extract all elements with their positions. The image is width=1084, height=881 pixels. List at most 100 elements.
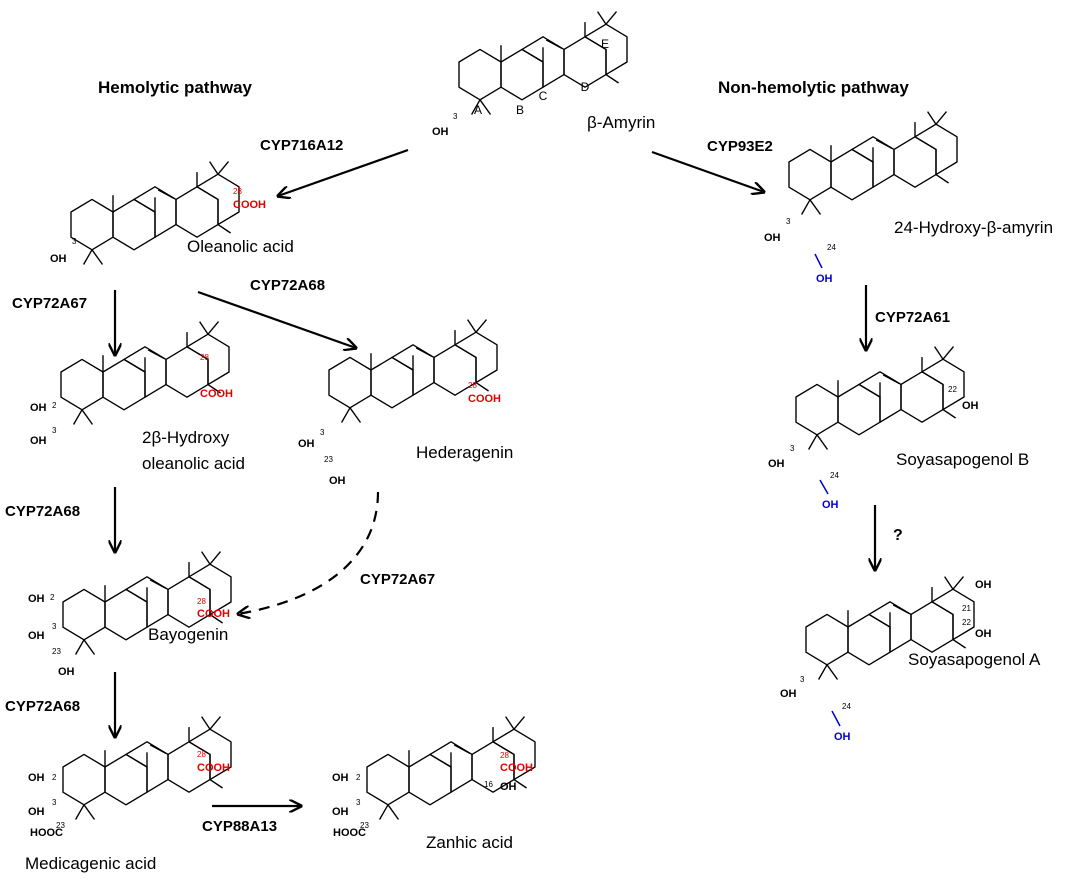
- soya-b-oh22: OH: [962, 400, 979, 412]
- hydroxy-oleanolic-c2: 2: [52, 401, 57, 410]
- medicagenic-oh2: OH: [28, 772, 45, 784]
- soya-b-name: Soyasapogenol B: [896, 450, 1029, 469]
- bayogenin-oh3: OH: [28, 630, 45, 642]
- hydroxy-oleanolic-oh3: OH: [30, 435, 47, 447]
- heading-non-hemolytic: Non-hemolytic pathway: [718, 78, 909, 97]
- medicagenic-hooc: HOOC: [30, 827, 63, 839]
- oleanolic-name: Oleanolic acid: [187, 237, 294, 256]
- soya-b-c3: 3: [790, 444, 795, 453]
- hederagenin-c23: 23: [324, 455, 333, 464]
- bayogenin-c28: 28: [197, 597, 206, 606]
- zanhic-cooh: COOH: [500, 762, 533, 774]
- hydroxy-oleanolic-c3: 3: [52, 426, 57, 435]
- bayogenin-oh23: OH: [58, 666, 75, 678]
- zanhic-c16: 16: [484, 780, 493, 789]
- bayogenin-c2: 2: [50, 593, 55, 602]
- zanhic-c28: 28: [500, 751, 509, 760]
- soya-a-oh24: OH: [834, 731, 851, 743]
- arrow-amyrin-hydroxy-amyrin: [651, 150, 764, 192]
- hydroxy-oleanolic-structure: [60, 320, 230, 426]
- hydroxy-oleanolic-name-1: 2β-Hydroxy: [142, 428, 230, 447]
- hederagenin-c28: 28: [468, 381, 477, 390]
- enzyme-cyp88a13: CYP88A13: [202, 818, 277, 835]
- soya-a-c21: 21: [962, 604, 971, 613]
- soya-a-oh3: OH: [780, 688, 797, 700]
- hydroxy-amyrin-c3: 3: [786, 217, 791, 226]
- medicagenic-cooh: COOH: [197, 762, 230, 774]
- medicagenic-c23: 23: [56, 821, 65, 830]
- soya-b-oh24: OH: [822, 499, 839, 511]
- ring-b-label: B: [516, 103, 524, 117]
- zanhic-c3: 3: [356, 798, 361, 807]
- hydroxy-amyrin-oh24: OH: [816, 273, 833, 285]
- hederagenin-name: Hederagenin: [416, 443, 513, 462]
- soya-a-oh21: OH: [975, 579, 992, 591]
- medicagenic-oh3: OH: [28, 806, 45, 818]
- zanhic-c23: 23: [360, 821, 369, 830]
- soya-b-structure: [795, 345, 965, 451]
- hederagenin-c3: 3: [320, 428, 325, 437]
- bayogenin-name: Bayogenin: [148, 625, 228, 644]
- ring-a-label: A: [474, 103, 482, 117]
- amyrin-c3: 3: [453, 112, 458, 121]
- heading-hemolytic: Hemolytic pathway: [98, 78, 253, 97]
- hederagenin-cooh: COOH: [468, 393, 501, 405]
- soya-b-c24: 24: [830, 471, 839, 480]
- oleanolic-oh: OH: [50, 253, 67, 265]
- arrow-hederagenin-bayogenin: [238, 491, 380, 614]
- hydroxy-oleanolic-oh2: OH: [30, 402, 47, 414]
- medicagenic-c2: 2: [52, 773, 57, 782]
- soya-b-oh3: OH: [768, 458, 785, 470]
- zanhic-oh16: OH: [500, 781, 517, 793]
- zanhic-hooc: HOOC: [333, 827, 366, 839]
- arrow-oleanolic-hederagenin: [197, 290, 356, 348]
- hydroxy-amyrin-oh3: OH: [764, 232, 781, 244]
- hydroxy-oleanolic-c28: 28: [200, 353, 209, 362]
- soya-a-c24: 24: [842, 702, 851, 711]
- soya-a-c22: 22: [962, 618, 971, 627]
- hydroxy-amyrin-structure: [788, 110, 958, 216]
- hydroxy-amyrin-name: 24-Hydroxy-β-amyrin: [894, 218, 1053, 237]
- amyrin-name: β-Amyrin: [587, 113, 655, 132]
- hydroxy-oleanolic-name-2: oleanolic acid: [142, 454, 245, 473]
- bayogenin-c3: 3: [52, 622, 57, 631]
- soya-a-oh22: OH: [975, 628, 992, 640]
- medicagenic-c3: 3: [52, 798, 57, 807]
- bayogenin-cooh: COOH: [197, 608, 230, 620]
- soya-b-c22: 22: [948, 385, 957, 394]
- soya-a-c3: 3: [800, 675, 805, 684]
- oleanolic-c3: 3: [72, 237, 77, 246]
- medicagenic-c28: 28: [197, 750, 206, 759]
- zanhic-oh2: OH: [332, 772, 349, 784]
- soya-a-name: Soyasapogenol A: [908, 650, 1041, 669]
- bayogenin-oh2: OH: [28, 593, 45, 605]
- enzyme-cyp72a68-c: CYP72A68: [5, 698, 80, 715]
- zanhic-name: Zanhic acid: [426, 833, 513, 852]
- oleanolic-c28: 28: [233, 187, 242, 196]
- ring-e-label: E: [601, 37, 609, 51]
- medicagenic-name: Medicagenic acid: [25, 854, 156, 873]
- hederagenin-oh23: OH: [329, 475, 346, 487]
- bayogenin-c23: 23: [52, 647, 61, 656]
- zanhic-c2: 2: [356, 773, 361, 782]
- enzyme-cyp72a67-b: CYP72A67: [360, 571, 435, 588]
- enzyme-cyp93e2: CYP93E2: [707, 138, 773, 155]
- arrow-amyrin-oleanolic: [278, 148, 409, 196]
- oleanolic-cooh: COOH: [233, 199, 266, 211]
- enzyme-cyp72a68-b: CYP72A68: [5, 503, 80, 520]
- enzyme-cyp72a68-a: CYP72A68: [250, 277, 325, 294]
- enzyme-unknown: ?: [893, 527, 903, 544]
- hederagenin-oh3: OH: [298, 438, 315, 450]
- hydroxy-oleanolic-cooh: COOH: [200, 388, 233, 400]
- zanhic-oh3: OH: [332, 806, 349, 818]
- ring-d-label: D: [581, 80, 590, 94]
- amyrin-oh: OH: [432, 126, 449, 138]
- enzyme-cyp72a67-a: CYP72A67: [12, 295, 87, 312]
- hydroxy-amyrin-c24: 24: [827, 243, 836, 252]
- enzyme-cyp716a12: CYP716A12: [260, 137, 343, 154]
- ring-c-label: C: [539, 89, 548, 103]
- hederagenin-structure: [328, 318, 498, 424]
- enzyme-cyp72a61: CYP72A61: [875, 309, 950, 326]
